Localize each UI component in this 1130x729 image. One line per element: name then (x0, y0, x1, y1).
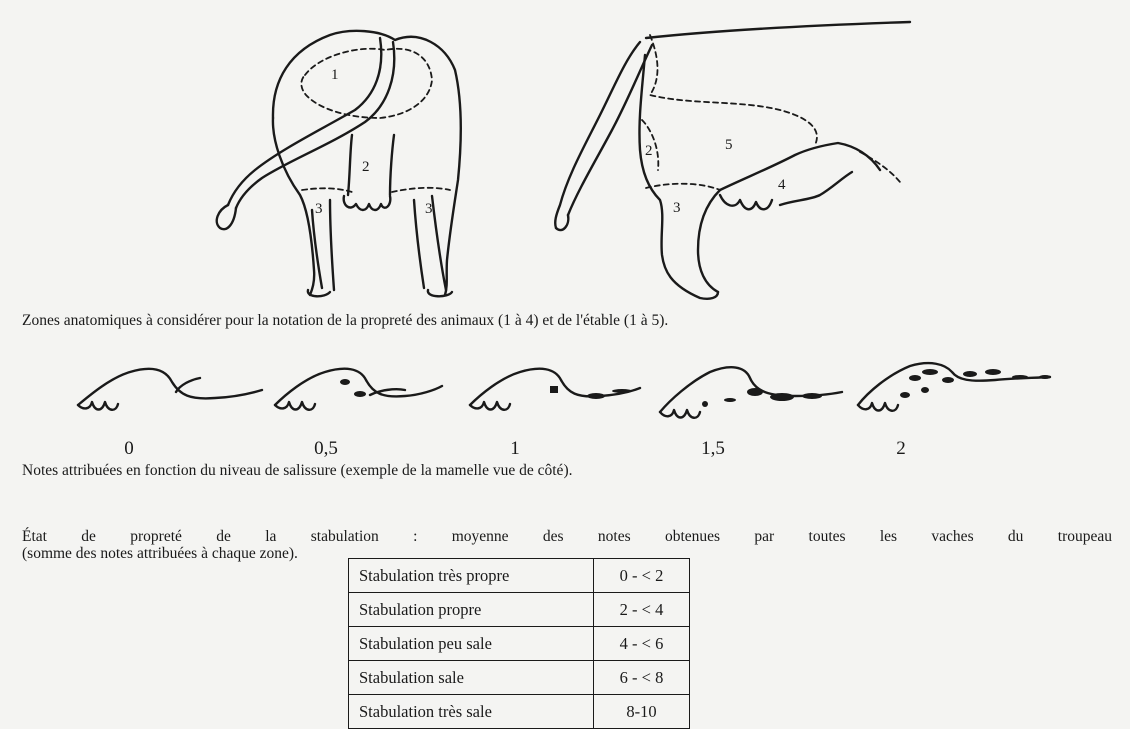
udder-drawing-2 (858, 363, 1051, 411)
zone-label: 3 (315, 201, 323, 217)
table-cell-label: Stabulation propre (349, 593, 594, 627)
zone-label: 1 (331, 67, 339, 83)
zone-label: 5 (725, 137, 733, 153)
table-row: Stabulation propre 2 - < 4 (349, 593, 690, 627)
note-label-2: 2 (871, 438, 931, 460)
note-label-1: 1 (485, 438, 545, 460)
table-cell-label: Stabulation très sale (349, 695, 594, 729)
table-row: Stabulation sale 6 - < 8 (349, 661, 690, 695)
table-cell-range: 2 - < 4 (594, 593, 690, 627)
zone-label: 3 (673, 200, 681, 216)
table-cell-range: 4 - < 6 (594, 627, 690, 661)
paragraph-line-1: État de propreté de la stabulation : moy… (22, 528, 1112, 545)
figure-caption-notes: Notes attribuées en fonction du niveau d… (22, 462, 572, 480)
table-row: Stabulation très propre 0 - < 2 (349, 559, 690, 593)
note-label-0-5: 0,5 (296, 438, 356, 460)
zone-label: 4 (778, 177, 786, 193)
udder-drawing-0-5 (275, 369, 442, 410)
table-cell-range: 6 - < 8 (594, 661, 690, 695)
udder-drawing-1 (470, 369, 640, 410)
figure-caption-zones: Zones anatomiques à considérer pour la n… (22, 312, 668, 330)
note-label-1-5: 1,5 (683, 438, 743, 460)
table-row: Stabulation très sale 8-10 (349, 695, 690, 729)
table-cell-label: Stabulation très propre (349, 559, 594, 593)
note-label-0: 0 (99, 438, 159, 460)
table-cell-range: 8-10 (594, 695, 690, 729)
table-cell-range: 0 - < 2 (594, 559, 690, 593)
zone-label: 2 (645, 143, 653, 159)
table-cell-label: Stabulation peu sale (349, 627, 594, 661)
paragraph-stabulation: État de propreté de la stabulation : moy… (22, 528, 1112, 562)
table-row: Stabulation peu sale 4 - < 6 (349, 627, 690, 661)
zone-label: 2 (362, 159, 370, 175)
udder-drawing-0 (78, 369, 262, 410)
udder-drawing-1-5 (660, 367, 842, 418)
zone-label: 3 (425, 201, 433, 217)
table-cell-label: Stabulation sale (349, 661, 594, 695)
cleanliness-scale-table: Stabulation très propre 0 - < 2 Stabulat… (348, 558, 690, 729)
